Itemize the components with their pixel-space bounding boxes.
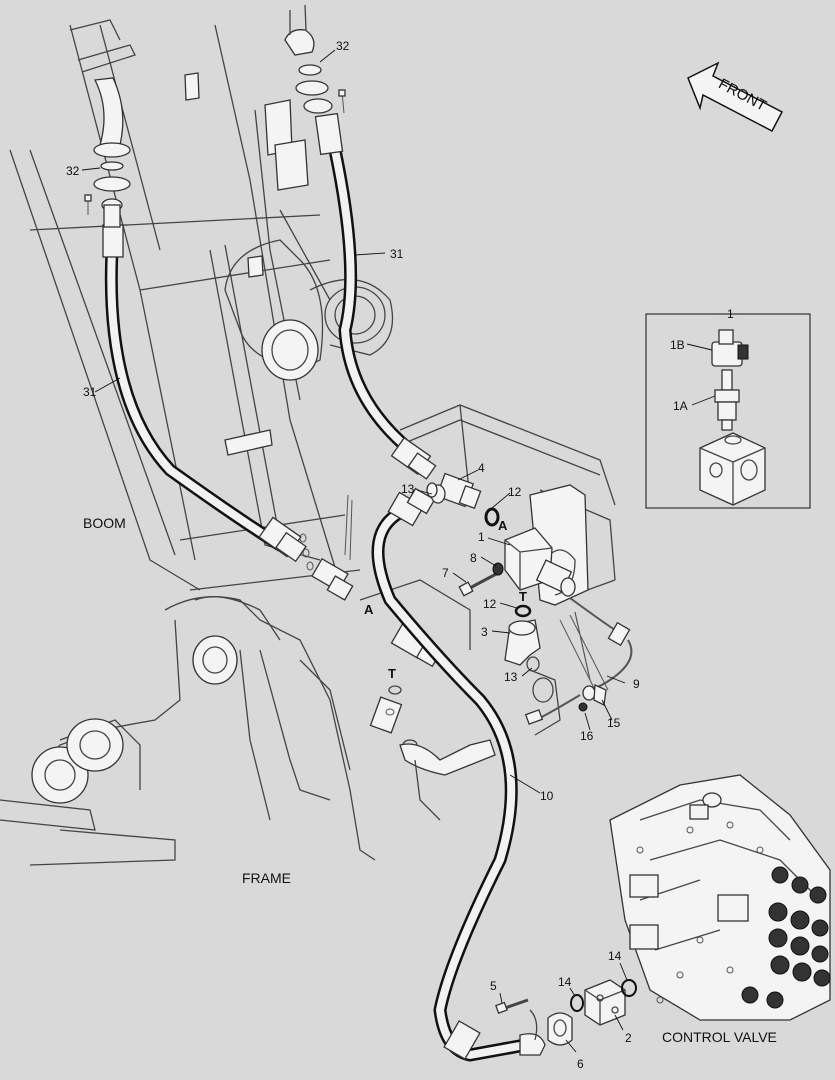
boom-structure (9, 24, 394, 601)
hose-10 (371, 487, 546, 1062)
callout-31-left: 31 (83, 385, 97, 399)
callout-13-upper: 13 (401, 482, 415, 496)
control-valve-assembly (609, 774, 831, 1021)
callout-16: 16 (580, 729, 594, 743)
control-valve-label: CONTROL VALVE (662, 1029, 777, 1045)
callout-1-inset: 1 (727, 307, 734, 321)
callout-15: 15 (607, 716, 621, 730)
labels: BOOM FRAME CONTROL VALVE 32 32 31 31 4 1… (66, 39, 777, 1071)
callout-4: 4 (478, 461, 485, 475)
callout-13-lower: 13 (504, 670, 518, 684)
flange-parts (495, 979, 637, 1046)
callout-3: 3 (481, 625, 488, 639)
callout-5: 5 (490, 979, 497, 993)
callout-1B: 1B (670, 338, 685, 352)
callout-14-right: 14 (608, 949, 622, 963)
callout-7: 7 (442, 566, 449, 580)
hose-31-left (102, 224, 307, 563)
callout-T-lower: T (388, 666, 396, 681)
frame-label: FRAME (242, 870, 291, 886)
inset-box (645, 313, 811, 509)
callout-12-lower: 12 (483, 597, 497, 611)
callout-T-upper: T (519, 589, 527, 604)
callout-32-top: 32 (336, 39, 350, 53)
callout-9: 9 (633, 677, 640, 691)
spool-caps (741, 866, 831, 1009)
callout-1A: 1A (673, 399, 688, 413)
boom-label: BOOM (83, 515, 126, 531)
callout-A-upper: A (498, 518, 508, 533)
callout-12-upper: 12 (508, 485, 522, 499)
hose-31-right (314, 112, 437, 480)
callout-32-left: 32 (66, 164, 80, 178)
valve-assembly (426, 472, 633, 725)
top-right-fittings (284, 4, 346, 114)
callout-10: 10 (540, 789, 554, 803)
callout-A-lower: A (364, 602, 374, 617)
leader-lines (81, 49, 748, 1053)
top-left-fittings (69, 19, 136, 228)
callout-6: 6 (577, 1057, 584, 1071)
callout-31-right: 31 (390, 247, 404, 261)
callout-8: 8 (470, 551, 477, 565)
callout-2: 2 (625, 1031, 632, 1045)
callout-1: 1 (478, 530, 485, 544)
front-arrow: FRONT (687, 61, 784, 133)
callout-14-left: 14 (558, 975, 572, 989)
